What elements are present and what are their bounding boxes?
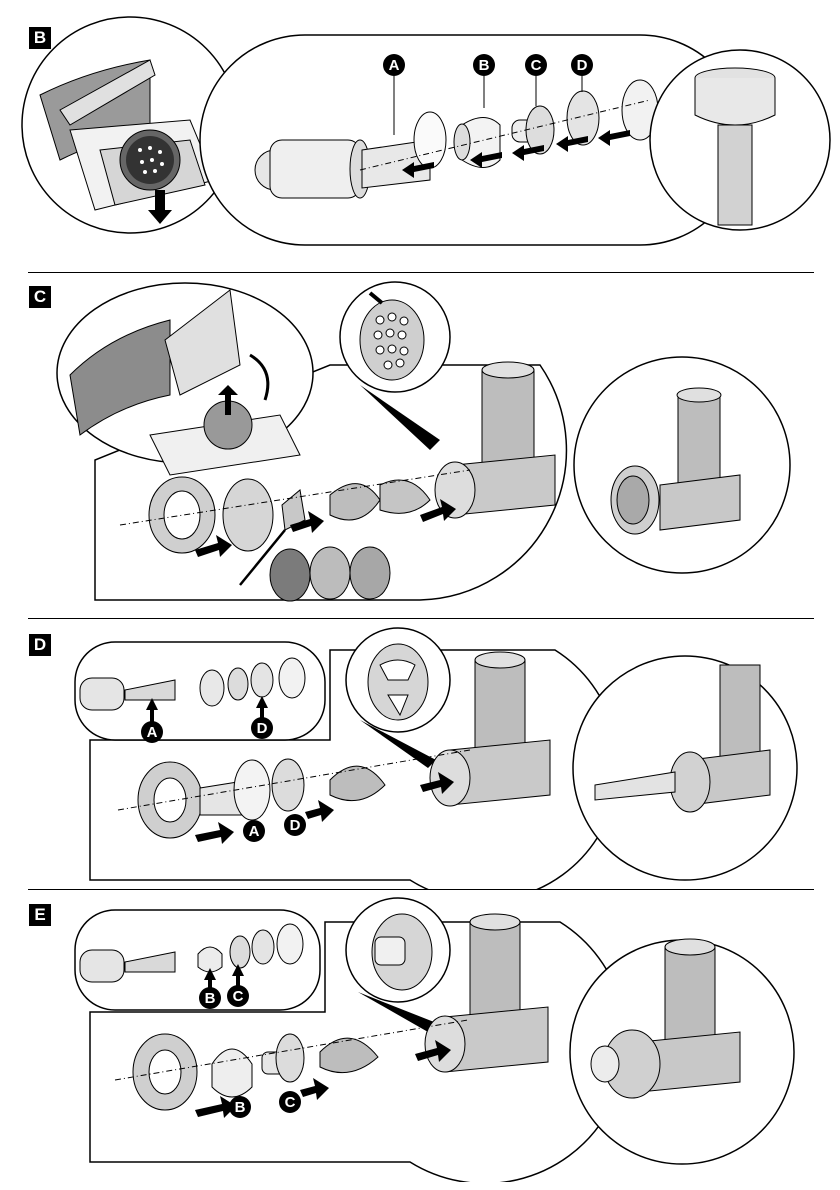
callout-b-lower: B: [229, 1096, 251, 1118]
section-b-illustration: A B C D: [0, 0, 840, 270]
svg-text:B: B: [479, 57, 490, 74]
svg-text:B: B: [235, 1099, 246, 1116]
svg-text:D: D: [257, 720, 268, 737]
plunger-icon: [718, 125, 752, 225]
svg-text:B: B: [205, 990, 216, 1007]
section-c-illustration: [0, 275, 840, 615]
svg-text:C: C: [233, 988, 244, 1005]
svg-text:A: A: [147, 724, 158, 741]
svg-text:A: A: [389, 57, 400, 74]
assembled-detail-c: [574, 357, 790, 573]
section-e: E B C: [0, 892, 840, 1182]
section-d: D A D: [0, 620, 840, 890]
section-c: C: [0, 275, 840, 615]
funnel-icon: [212, 1049, 252, 1097]
assembled-detail-d: [573, 656, 797, 880]
cutting-disc-icon: [223, 479, 273, 551]
section-e-illustration: B C: [0, 892, 840, 1182]
kebbe-parts-detail: B C: [75, 910, 320, 1010]
assembled-detail-e: [570, 939, 794, 1164]
callout-d-lower: D: [284, 814, 306, 836]
divider: [28, 618, 814, 619]
section-d-illustration: A D: [0, 620, 840, 890]
callout-c-lower: C: [279, 1091, 301, 1113]
svg-text:C: C: [531, 57, 542, 74]
svg-text:D: D: [290, 817, 301, 834]
section-b: B: [0, 0, 840, 270]
divider: [28, 889, 814, 890]
callout-a-lower: A: [243, 820, 265, 842]
disc-removal-detail: [57, 283, 313, 475]
sausage-parts-detail: A D: [75, 642, 325, 743]
svg-text:A: A: [249, 823, 260, 840]
svg-text:D: D: [577, 57, 588, 74]
divider: [28, 272, 814, 273]
plunger-detail: [650, 50, 830, 230]
svg-text:C: C: [285, 1094, 296, 1111]
